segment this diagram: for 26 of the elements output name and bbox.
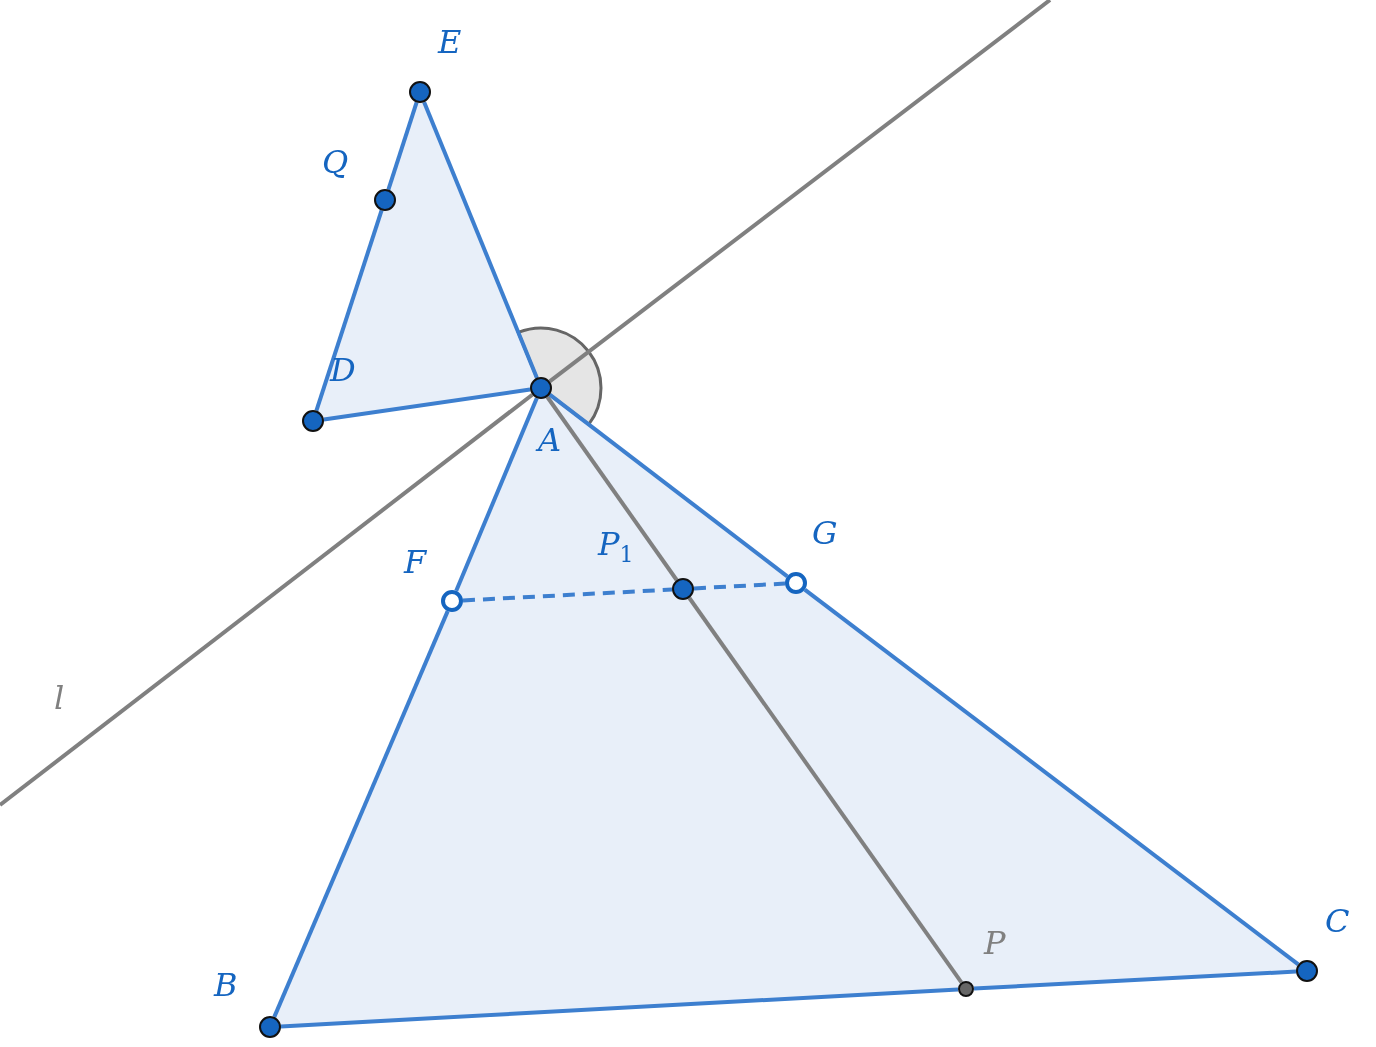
point-label: G <box>812 515 838 551</box>
point-label: D <box>330 352 356 388</box>
line-segment <box>0 393 534 807</box>
line-segment <box>386 101 419 191</box>
point-label: Q <box>322 144 349 180</box>
point-label: C <box>1325 903 1350 939</box>
line-segment <box>314 209 384 412</box>
point-label: P <box>984 925 1006 961</box>
line-segment <box>323 387 531 422</box>
line-segment <box>462 587 673 603</box>
line-segment <box>280 987 959 1029</box>
point-label: P$_{1}$ <box>598 526 634 570</box>
line-segment <box>454 397 539 592</box>
line-segment <box>272 610 450 1018</box>
point-label: F <box>404 544 427 580</box>
line-segment <box>548 393 789 578</box>
line-segment <box>803 588 1300 966</box>
point-label: B <box>214 967 238 1003</box>
point-label: E <box>438 24 462 60</box>
line-segment <box>693 581 786 591</box>
line-segment <box>545 395 679 582</box>
line-label: l <box>54 680 65 716</box>
line-segment <box>687 596 963 984</box>
line-segment <box>422 101 539 379</box>
line-segment <box>548 0 1052 383</box>
line-segment <box>973 969 1297 991</box>
